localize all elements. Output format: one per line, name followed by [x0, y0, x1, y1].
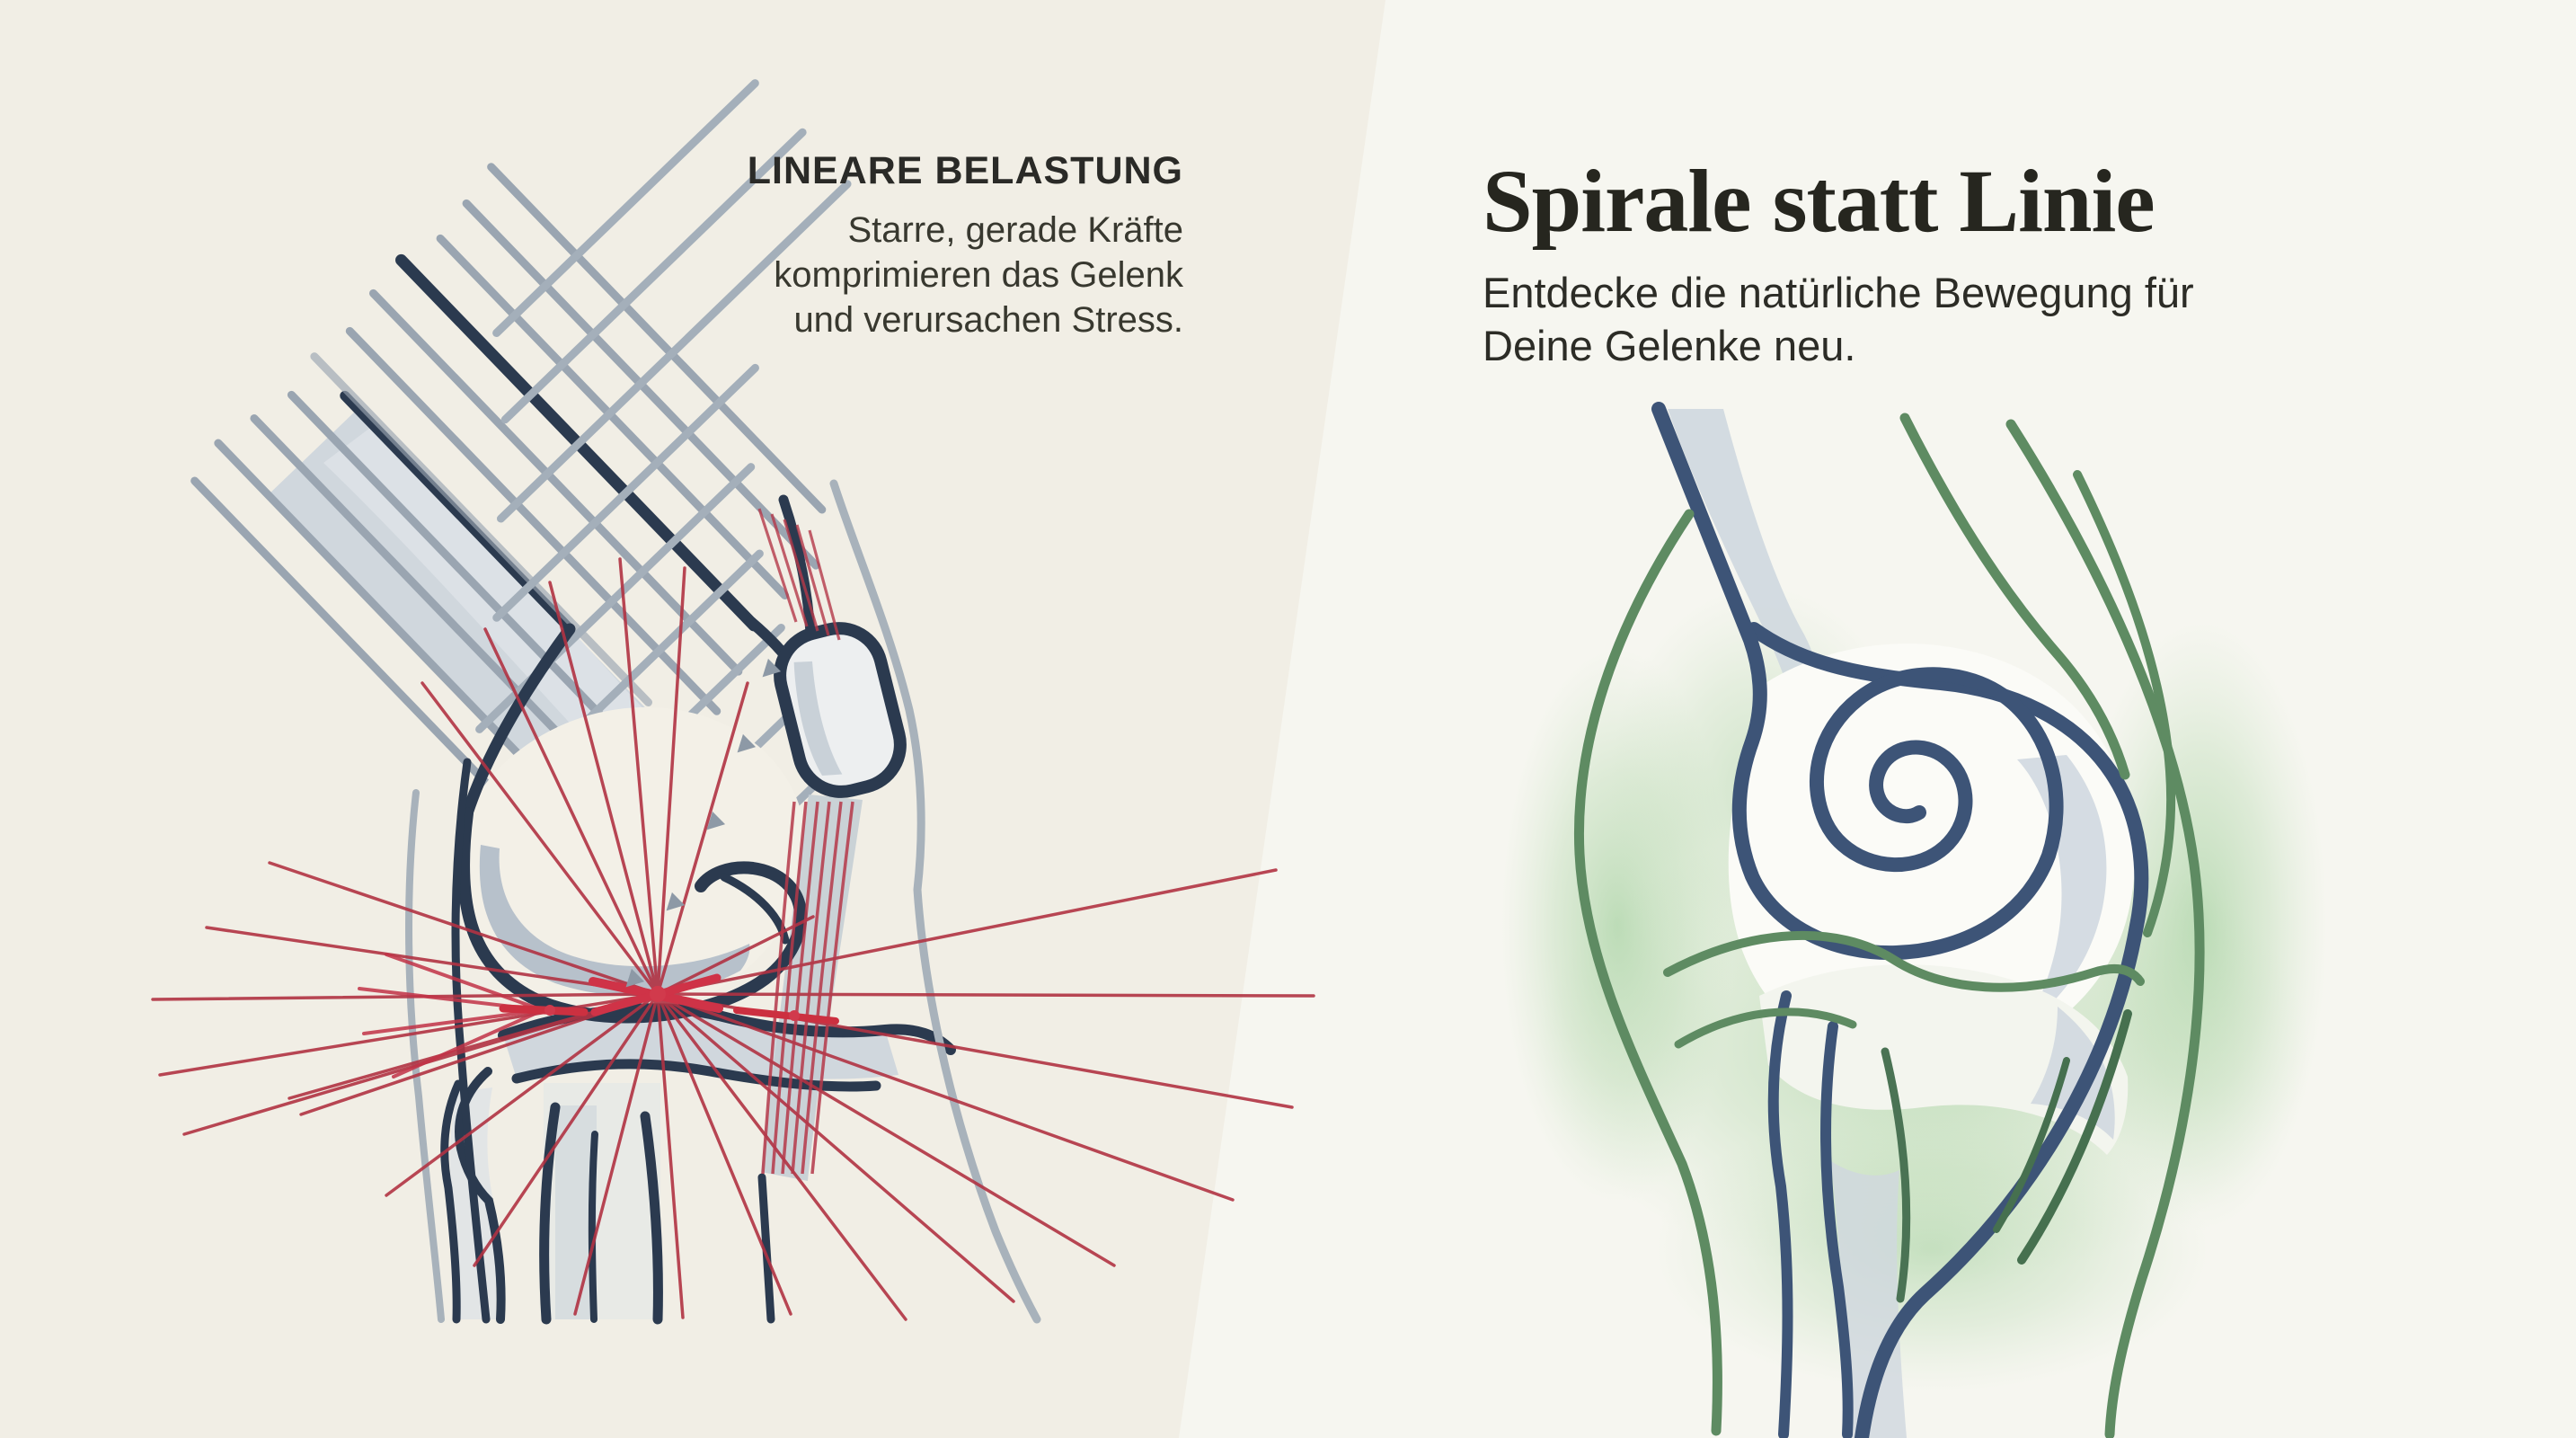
left-body-text: Starre, gerade Kräfte komprimieren das G…: [748, 208, 1183, 342]
right-caption-block: Spirale statt Linie Entdecke die natürli…: [1483, 151, 2194, 372]
right-subheading-line-1: Entdecke die natürliche Bewegung für: [1483, 269, 2194, 316]
left-body-line-1: Starre, gerade Kräfte: [847, 210, 1183, 250]
force-arrow-icons: [625, 658, 782, 988]
right-subheading: Entdecke die natürliche Bewegung für Dei…: [1483, 266, 2194, 372]
left-body-line-2: komprimieren das Gelenk: [774, 255, 1183, 295]
left-body-line-3: und verursachen Stress.: [793, 300, 1183, 340]
right-subheading-line-2: Deine Gelenke neu.: [1483, 322, 1856, 369]
right-heading: Spirale statt Linie: [1483, 151, 2156, 251]
left-heading: LINEARE BELASTUNG: [747, 149, 1183, 192]
left-caption-block: LINEARE BELASTUNG Starre, gerade Kräfte …: [748, 149, 1183, 342]
